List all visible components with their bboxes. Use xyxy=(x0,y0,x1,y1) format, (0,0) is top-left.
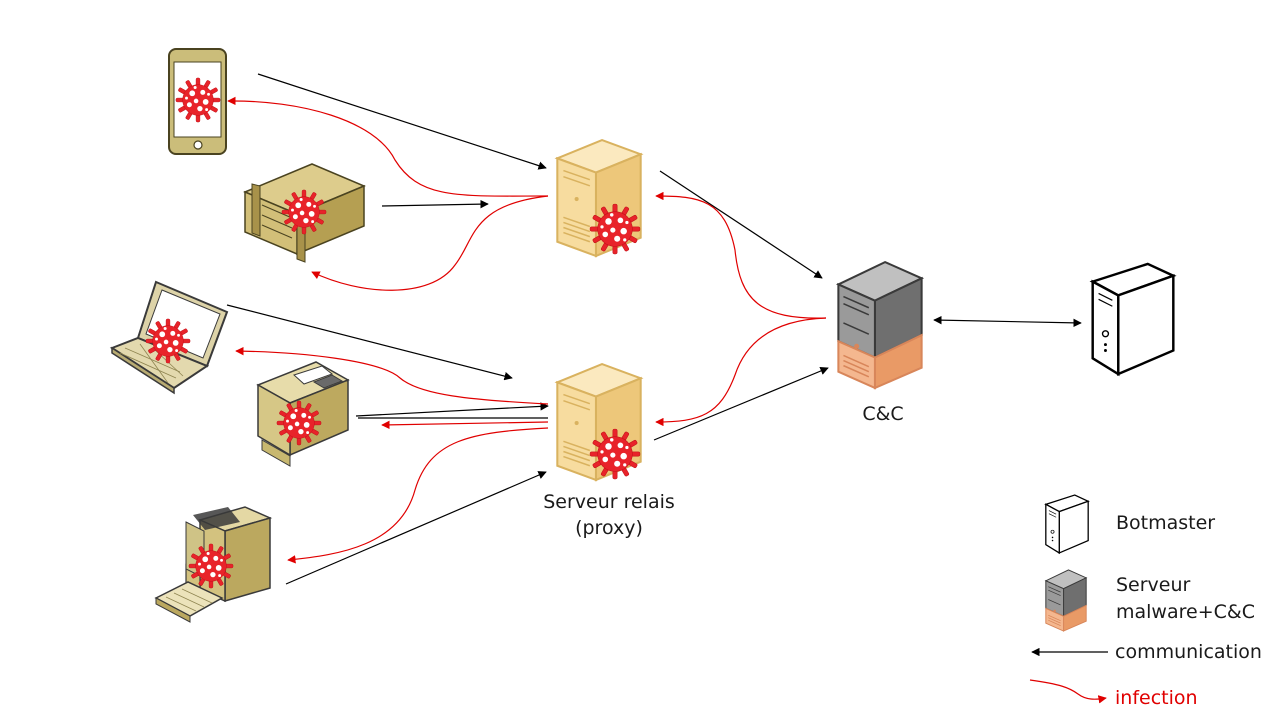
legend-server-label: Serveur malware+C&C xyxy=(1116,572,1255,625)
infect-arrow-proxy2-to-printer xyxy=(381,420,549,430)
legend-server-label-line1: Serveur xyxy=(1116,574,1191,596)
infect-arrow-proxy2-to-laptop xyxy=(235,346,549,405)
infect-arrow-cnc-to-proxy1 xyxy=(655,191,827,319)
proxy-server-top xyxy=(556,139,642,257)
smartphone-icon xyxy=(168,48,227,155)
infect-arrow-proxy2-to-desktop xyxy=(287,427,549,564)
proxy-label-line2: (proxy) xyxy=(575,516,643,539)
printer-icon xyxy=(256,361,350,467)
infect-arrow-cnc-to-proxy2 xyxy=(655,317,827,427)
comm-arrow-proxy2-to-cnc xyxy=(653,367,829,441)
comm-arrow-cnc-botmaster xyxy=(933,315,1082,328)
comm-arrow-printer-to-proxy2-a xyxy=(355,402,549,417)
desktop-pc-icon xyxy=(154,506,273,623)
botmaster-server-icon xyxy=(1091,262,1175,376)
proxy-label: Serveur relais (proxy) xyxy=(543,490,675,541)
comm-arrow-proxy1-to-cnc xyxy=(659,170,823,279)
infect-arrow-proxy1-to-phone xyxy=(227,96,549,197)
comm-arrow-laptop-to-proxy2 xyxy=(226,304,513,381)
legend-communication-label: communication xyxy=(1115,641,1262,663)
cnc-server-icon xyxy=(837,261,923,389)
legend-cnc-server-icon xyxy=(1045,569,1087,632)
laptop-icon xyxy=(109,280,229,395)
rack-server-icon xyxy=(243,163,366,263)
comm-arrow-desktop-to-proxy2 xyxy=(285,471,547,585)
legend-botmaster-icon xyxy=(1045,494,1089,554)
comm-arrow-rack-to-proxy1 xyxy=(381,199,489,209)
proxy-label-line1: Serveur relais xyxy=(543,491,675,513)
infect-arrow-proxy1-to-rack xyxy=(311,195,549,291)
comm-arrow-phone-to-proxy1 xyxy=(257,73,547,170)
legend-infection-label: infection xyxy=(1115,687,1198,709)
legend-infection-arrow xyxy=(1029,679,1107,704)
proxy-server-bottom xyxy=(556,363,642,481)
cnc-label: C&C xyxy=(862,403,904,425)
legend-botmaster-label: Botmaster xyxy=(1116,512,1216,534)
legend-server-label-line2: malware+C&C xyxy=(1116,600,1255,623)
